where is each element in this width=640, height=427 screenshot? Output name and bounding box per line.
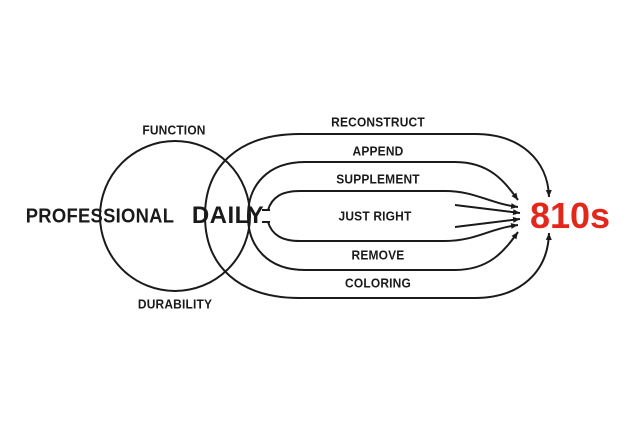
path-supplement-lower xyxy=(262,221,519,242)
path-append xyxy=(247,161,519,217)
left-circle xyxy=(99,140,251,292)
just-right-label: JUST RIGHT xyxy=(338,208,412,224)
function-label: FUNCTION xyxy=(142,122,206,138)
path-just-right-lower xyxy=(454,216,521,228)
path-supplement xyxy=(262,190,519,211)
append-label: APPEND xyxy=(352,143,404,159)
path-coloring xyxy=(204,215,552,299)
durability-label: DURABILITY xyxy=(137,296,213,312)
brand-810s-label: 810s xyxy=(529,195,611,236)
daily-label: DAILY xyxy=(191,202,265,229)
remove-label: REMOVE xyxy=(351,247,405,263)
path-just-right-upper xyxy=(454,204,521,216)
supplement-label: SUPPLEMENT xyxy=(336,171,420,187)
path-reconstruct xyxy=(204,133,552,217)
path-remove xyxy=(247,215,519,271)
reconstruct-label: RECONSTRUCT xyxy=(331,114,425,130)
coloring-label: COLORING xyxy=(345,275,411,291)
professional-label: PROFESSIONAL xyxy=(25,205,175,228)
